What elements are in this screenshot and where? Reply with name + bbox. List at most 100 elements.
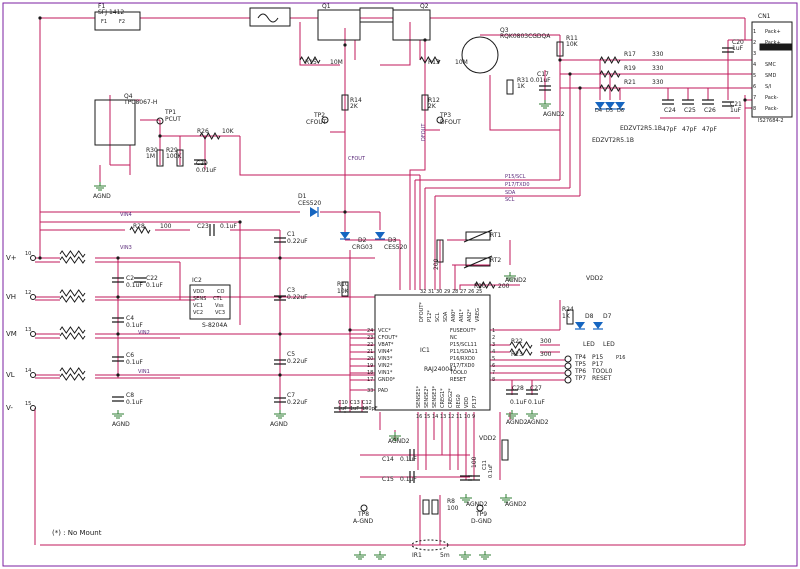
f1-value: SFJ-1412 xyxy=(98,9,124,16)
r17-ref: R17 xyxy=(624,51,636,58)
c20-ref: C20 xyxy=(732,39,744,46)
zener-value-1: EDZVT2R5.1B xyxy=(620,125,662,132)
r30-value: 1M xyxy=(146,153,155,160)
r23-ref: R23 xyxy=(511,351,523,358)
q2-ref: Q2 xyxy=(420,3,429,10)
q4-ref: Q4 xyxy=(124,93,133,100)
ic1-pin-name: VIN2* xyxy=(378,363,393,369)
r14-value: 2K xyxy=(350,103,359,110)
capacitor xyxy=(112,396,124,402)
c1-value: 0.22uF xyxy=(287,238,308,245)
ground-group xyxy=(94,100,551,560)
wire xyxy=(40,221,241,325)
ic1-pin-name: TOOL0 xyxy=(449,370,467,376)
capacitor xyxy=(274,359,286,365)
ic1-pin-name: AN2* xyxy=(467,309,473,322)
tp2-ref: TP2 xyxy=(313,112,325,119)
terminal-connector xyxy=(30,294,36,300)
c25-value: 47pF xyxy=(682,126,697,133)
ic1-pin-number: 31 xyxy=(428,289,434,295)
tp6-label: TOOL0 xyxy=(591,368,612,375)
c8-ref: C8 xyxy=(126,392,134,399)
ic1-pin-name: VDD xyxy=(464,397,470,408)
ground-symbol xyxy=(112,410,124,419)
ic1-pin-number: 15 xyxy=(424,414,430,420)
wire xyxy=(40,211,381,230)
resistor xyxy=(59,256,86,264)
vdd2-label-bottom: VDD2 xyxy=(479,435,496,442)
capacitor xyxy=(274,237,286,243)
fuse-f1 xyxy=(94,11,141,31)
ic1-pin-number: 21 xyxy=(367,349,373,355)
c1-ref: C1 xyxy=(287,231,295,238)
ic2-pin-sens: SENS xyxy=(193,296,206,302)
capacitor xyxy=(112,317,124,323)
r21-value: 330 xyxy=(652,79,664,86)
c17-ref: C17 xyxy=(537,71,549,78)
r29-ref: R29 xyxy=(166,147,178,154)
d4-ref: D4 xyxy=(595,108,602,114)
thermistor-arrow xyxy=(463,255,493,269)
junction-dot xyxy=(38,16,42,20)
tp5-ref: TP5 xyxy=(574,361,586,368)
c12-ref: C12 xyxy=(362,400,372,406)
terminal-pin: 10 xyxy=(25,251,31,257)
c22-ref: C22 xyxy=(146,275,158,282)
capacitor xyxy=(722,101,734,107)
resistor xyxy=(129,225,151,235)
ic1-pin-name: P15/SCL11 xyxy=(450,342,477,348)
d7-value: LED xyxy=(603,341,615,348)
terminal-label: V+ xyxy=(6,254,17,262)
r13-value: 10M xyxy=(455,59,468,66)
ic1-pin-name: P17/TXD0 xyxy=(450,363,475,369)
terminal-label: V- xyxy=(6,404,13,412)
net-p17: P17/TXD0 xyxy=(505,182,530,188)
ic1-pin-number: 28 xyxy=(452,289,458,295)
connector-pin-name: Pack+ xyxy=(765,29,781,35)
f1-ref: F1 xyxy=(98,3,105,10)
ic1-pin-number: 5 xyxy=(492,356,495,362)
tp9-label: D-GND xyxy=(471,518,492,525)
wire xyxy=(511,380,533,395)
connector-block xyxy=(359,7,394,23)
r14-ref: R14 xyxy=(350,97,362,104)
ic1-pin-number: 7 xyxy=(492,370,495,376)
c24-ref: C24 xyxy=(664,107,676,114)
capacitor xyxy=(112,356,124,362)
tp5-label: P16 xyxy=(616,355,625,361)
ic1-body xyxy=(374,294,491,411)
c23-ref: C23 xyxy=(197,223,209,230)
ic1-pin-number: 11 xyxy=(456,414,462,420)
capacitor-group xyxy=(112,47,734,483)
wire xyxy=(330,28,346,133)
resistor xyxy=(509,348,533,356)
ic1-pin-number: 9 xyxy=(472,414,475,420)
agnd2-label-bottom: AGND2 xyxy=(466,501,488,508)
tp1-label: PCUT xyxy=(165,116,181,123)
r13-ref: R13 xyxy=(428,59,440,66)
wire xyxy=(299,22,411,66)
wire xyxy=(744,18,752,41)
junction-dot xyxy=(343,210,347,214)
capacitor xyxy=(506,389,518,395)
junction-dot xyxy=(743,98,747,102)
r8-ref: R8 xyxy=(447,498,455,505)
r28-value: 100 xyxy=(160,223,172,230)
r12-value: 2K xyxy=(428,103,437,110)
connector-pin-name: Pack- xyxy=(765,95,778,101)
junction-dot xyxy=(568,72,572,76)
junction-dot xyxy=(278,256,282,260)
test-point xyxy=(564,355,572,363)
ic2-part: S-8204A xyxy=(202,322,228,329)
ir1-ref: IR1 xyxy=(412,552,422,559)
connector-pin-number: 2 xyxy=(753,40,756,46)
c28-value: 0.1uF xyxy=(510,399,527,406)
ground-symbol xyxy=(389,432,401,441)
wire xyxy=(414,180,436,290)
ic1-pin-name: VREG xyxy=(475,308,481,322)
ic1-pin-number: 13 xyxy=(440,414,446,420)
terminal-connector xyxy=(30,331,36,337)
r8-value: 100 xyxy=(447,505,459,512)
r26-ref: R26 xyxy=(197,128,209,135)
agnd-label-mid: AGND xyxy=(270,421,288,428)
